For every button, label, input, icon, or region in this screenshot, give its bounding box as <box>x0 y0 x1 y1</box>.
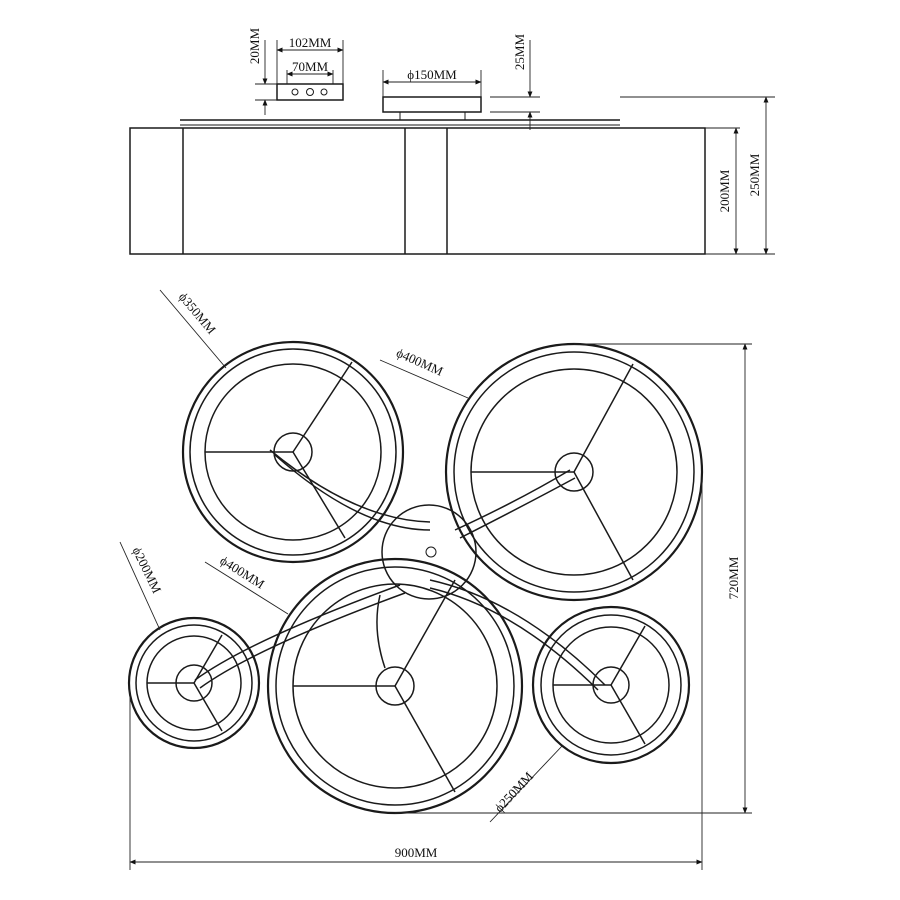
label-overall-depth: 720MM <box>726 556 741 599</box>
label-shade-upper-left: ϕ350MM <box>176 289 220 337</box>
leader-right-medium <box>489 744 564 823</box>
side-view: 102MM 70MM ϕ150MM 20MM 25MM 200MM 250MM <box>129 28 775 255</box>
label-mount-height: 20MM <box>247 28 262 65</box>
leader-upper-left <box>159 289 227 369</box>
arm-left <box>194 584 401 681</box>
top-view: ϕ350MM ϕ400MM ϕ200MM ϕ400MM ϕ250MM 900MM… <box>119 289 752 870</box>
shade-left-small <box>127 616 261 750</box>
label-canopy-dia: ϕ150MM <box>407 67 457 82</box>
label-mount-inner: 70MM <box>292 59 329 74</box>
leader-center-large <box>204 561 289 615</box>
leader-upper-right <box>379 359 469 399</box>
shade-upper-left <box>181 340 405 564</box>
arm-upper-left <box>274 454 431 531</box>
canopy-screw <box>425 546 437 558</box>
shade-body <box>129 127 706 255</box>
label-shade-left-small: ϕ200MM <box>129 545 164 596</box>
canopy <box>382 96 482 113</box>
label-canopy-height: 25MM <box>512 34 527 71</box>
label-shade-upper-right: ϕ400MM <box>394 345 446 379</box>
arm-upper-right <box>454 469 571 531</box>
shade-right-medium <box>531 605 691 765</box>
label-overall-width: 900MM <box>395 845 438 860</box>
label-total-height: 250MM <box>747 153 762 196</box>
central-canopy <box>381 504 477 600</box>
mounting-bracket <box>276 83 344 101</box>
label-shade-right-medium: ϕ250MM <box>491 768 536 815</box>
shade-upper-right <box>444 342 704 602</box>
label-mount-width: 102MM <box>289 35 332 50</box>
label-shade-height: 200MM <box>717 169 732 212</box>
leader-left-small <box>119 541 161 631</box>
